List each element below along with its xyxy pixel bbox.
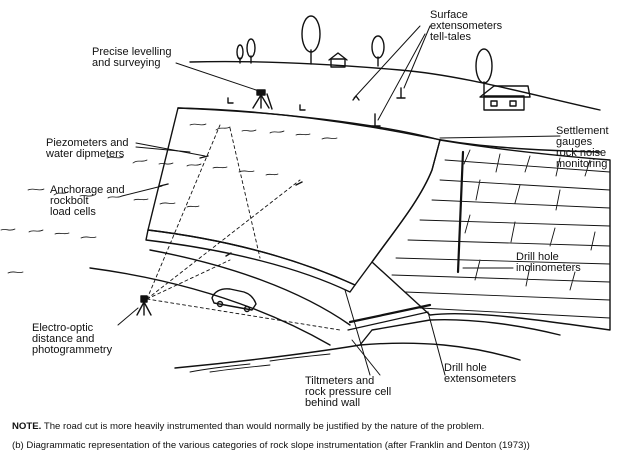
lower-slope	[359, 318, 561, 346]
label-tiltmeters: Tiltmeters and rock pressure cell behind…	[305, 375, 392, 409]
tree-icon	[371, 35, 385, 67]
bedding-lines	[391, 149, 611, 319]
label-piezometers: Piezometers and water dipmeters	[46, 137, 129, 160]
caption-note: NOTE. The road cut is more heavily instr…	[12, 421, 484, 432]
car-icon	[211, 288, 257, 313]
house-icon	[479, 85, 531, 111]
tripod-icon	[252, 89, 270, 109]
top-surface-edge	[177, 107, 601, 153]
drill-hole-extensometer	[347, 311, 429, 331]
retaining-wall	[145, 229, 356, 293]
horizon-line	[189, 60, 601, 111]
drill-hole-extensometer	[348, 303, 432, 324]
drill-hole-inclinometer	[456, 150, 465, 274]
surface-marker-icon	[396, 87, 406, 99]
label-drill-hole-inclinometers: Drill hole inclinometers	[516, 251, 581, 274]
sight-lines	[146, 124, 341, 331]
road-edge	[149, 249, 351, 326]
label-electro-optic: Electro-optic distance and photogrammetr…	[32, 322, 113, 356]
label-precise-levelling: Precise levelling and surveying	[92, 46, 172, 69]
road-edge	[89, 267, 331, 346]
caption-note-label: NOTE.	[12, 421, 42, 432]
label-anchorage: Anchorage and rockbolt load cells	[50, 184, 125, 218]
label-drill-hole-extensometers: Drill hole extensometers	[444, 362, 517, 385]
tree-icon	[301, 15, 321, 65]
tree-icon	[236, 44, 244, 64]
label-surface-extensometers: Surface extensometers tell-tales	[430, 9, 503, 43]
tree-icon	[246, 38, 256, 64]
house-icon	[328, 52, 348, 68]
surface-marker-icon	[371, 113, 381, 127]
leader-lines	[117, 25, 561, 376]
bedded-rock-side	[371, 139, 611, 331]
label-settlement: Settlement gauges rock noise monitoring	[556, 125, 609, 170]
caption-note-text: The road cut is more heavily instrumente…	[43, 421, 485, 432]
rock-face-texture	[0, 123, 338, 274]
caption-subfigure: (b) Diagrammatic representation of the v…	[12, 440, 530, 451]
